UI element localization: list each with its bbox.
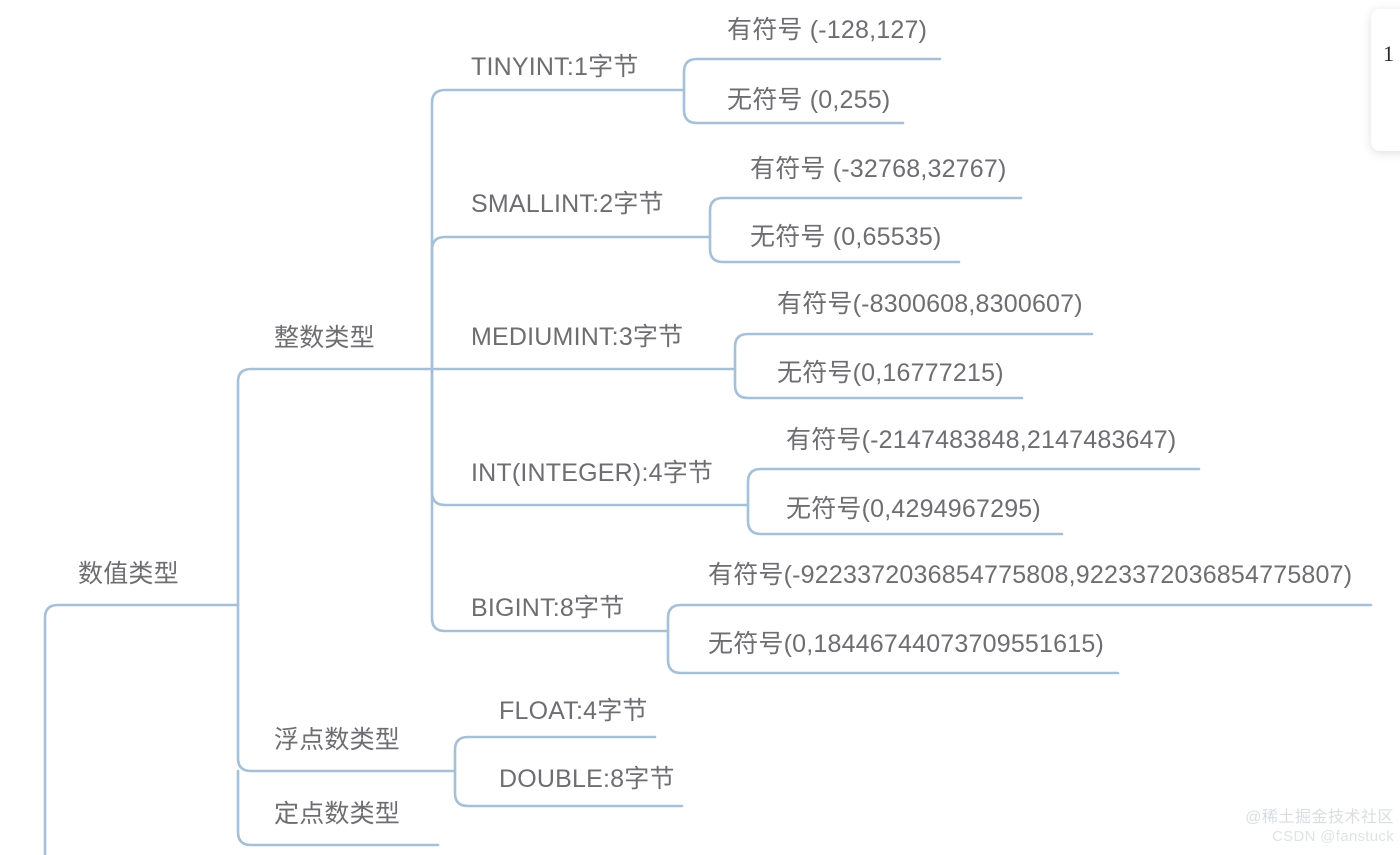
node-bigint-signed-range[interactable]: 有符号(-9223372036854775808,922337203685477… xyxy=(708,561,1353,589)
connector-integer-spine-bigint xyxy=(430,367,670,633)
connector-level1-spine-up xyxy=(236,367,434,607)
node-smallint-signed-range[interactable]: 有符号 (-32768,32767) xyxy=(750,155,1007,183)
connector-smallint-leaf-signed xyxy=(708,196,1023,239)
node-tinyint[interactable]: TINYINT:1字节 xyxy=(471,53,639,81)
node-mediumint-unsigned-range[interactable]: 无符号(0,16777215) xyxy=(777,359,1004,387)
node-tinyint-unsigned-range[interactable]: 无符号 (0,255) xyxy=(727,86,891,114)
connector-root-trunk xyxy=(43,603,240,855)
connector-bigint-leaf-signed xyxy=(666,603,1373,633)
connector-int-leaf-unsigned xyxy=(746,503,1064,536)
side-panel-card[interactable]: 1 xyxy=(1371,9,1400,151)
connector-tinyint-leaf-unsigned xyxy=(682,88,905,125)
watermark-main-text: @稀土掘金技术社区 xyxy=(1245,809,1394,827)
connector-level1-spine-down xyxy=(236,603,457,773)
connector-float-leaf-double xyxy=(453,769,684,808)
node-smallint-unsigned-range[interactable]: 无符号 (0,65535) xyxy=(750,223,942,251)
node-bigint-unsigned-range[interactable]: 无符号(0,18446744073709551615) xyxy=(708,630,1104,658)
connector-tinyint-leaf-signed xyxy=(682,57,942,92)
connector-mediumint-leaf-unsigned xyxy=(733,367,1024,400)
node-bigint[interactable]: BIGINT:8字节 xyxy=(471,594,625,622)
connector-level1-spine-down2 xyxy=(236,769,440,847)
connector-integer-spine-tinyint xyxy=(430,88,686,371)
node-mediumint-signed-range[interactable]: 有符号(-8300608,8300607) xyxy=(777,290,1083,318)
node-float[interactable]: FLOAT:4字节 xyxy=(499,697,648,725)
node-float-type[interactable]: 浮点数类型 xyxy=(274,726,401,754)
node-double[interactable]: DOUBLE:8字节 xyxy=(499,765,675,793)
node-int-unsigned-range[interactable]: 无符号(0,4294967295) xyxy=(786,495,1041,523)
connector-mediumint-leaf-signed xyxy=(733,332,1094,371)
node-integer-type[interactable]: 整数类型 xyxy=(274,324,375,352)
watermark: @稀土掘金技术社区 CSDN @fanstuck xyxy=(1245,808,1394,847)
connector-int-leaf-signed xyxy=(746,467,1201,507)
node-decimal-type[interactable]: 定点数类型 xyxy=(274,800,401,828)
node-mediumint[interactable]: MEDIUMINT:3字节 xyxy=(471,323,684,351)
node-int[interactable]: INT(INTEGER):4字节 xyxy=(471,459,714,487)
node-smallint[interactable]: SMALLINT:2字节 xyxy=(471,190,664,218)
node-int-signed-range[interactable]: 有符号(-2147483848,2147483647) xyxy=(786,426,1177,454)
connector-float-leaf-float xyxy=(453,735,657,773)
watermark-sub-text: CSDN @fanstuck xyxy=(1272,828,1394,846)
node-tinyint-signed-range[interactable]: 有符号 (-128,127) xyxy=(727,16,928,44)
connector-bigint-leaf-unsigned xyxy=(666,629,1120,675)
connector-integer-spine-smallint xyxy=(430,235,712,371)
connector-smallint-leaf-unsigned xyxy=(708,235,961,264)
node-root-numeric-type[interactable]: 数值类型 xyxy=(78,560,179,588)
side-panel-number: 1 xyxy=(1383,41,1394,66)
